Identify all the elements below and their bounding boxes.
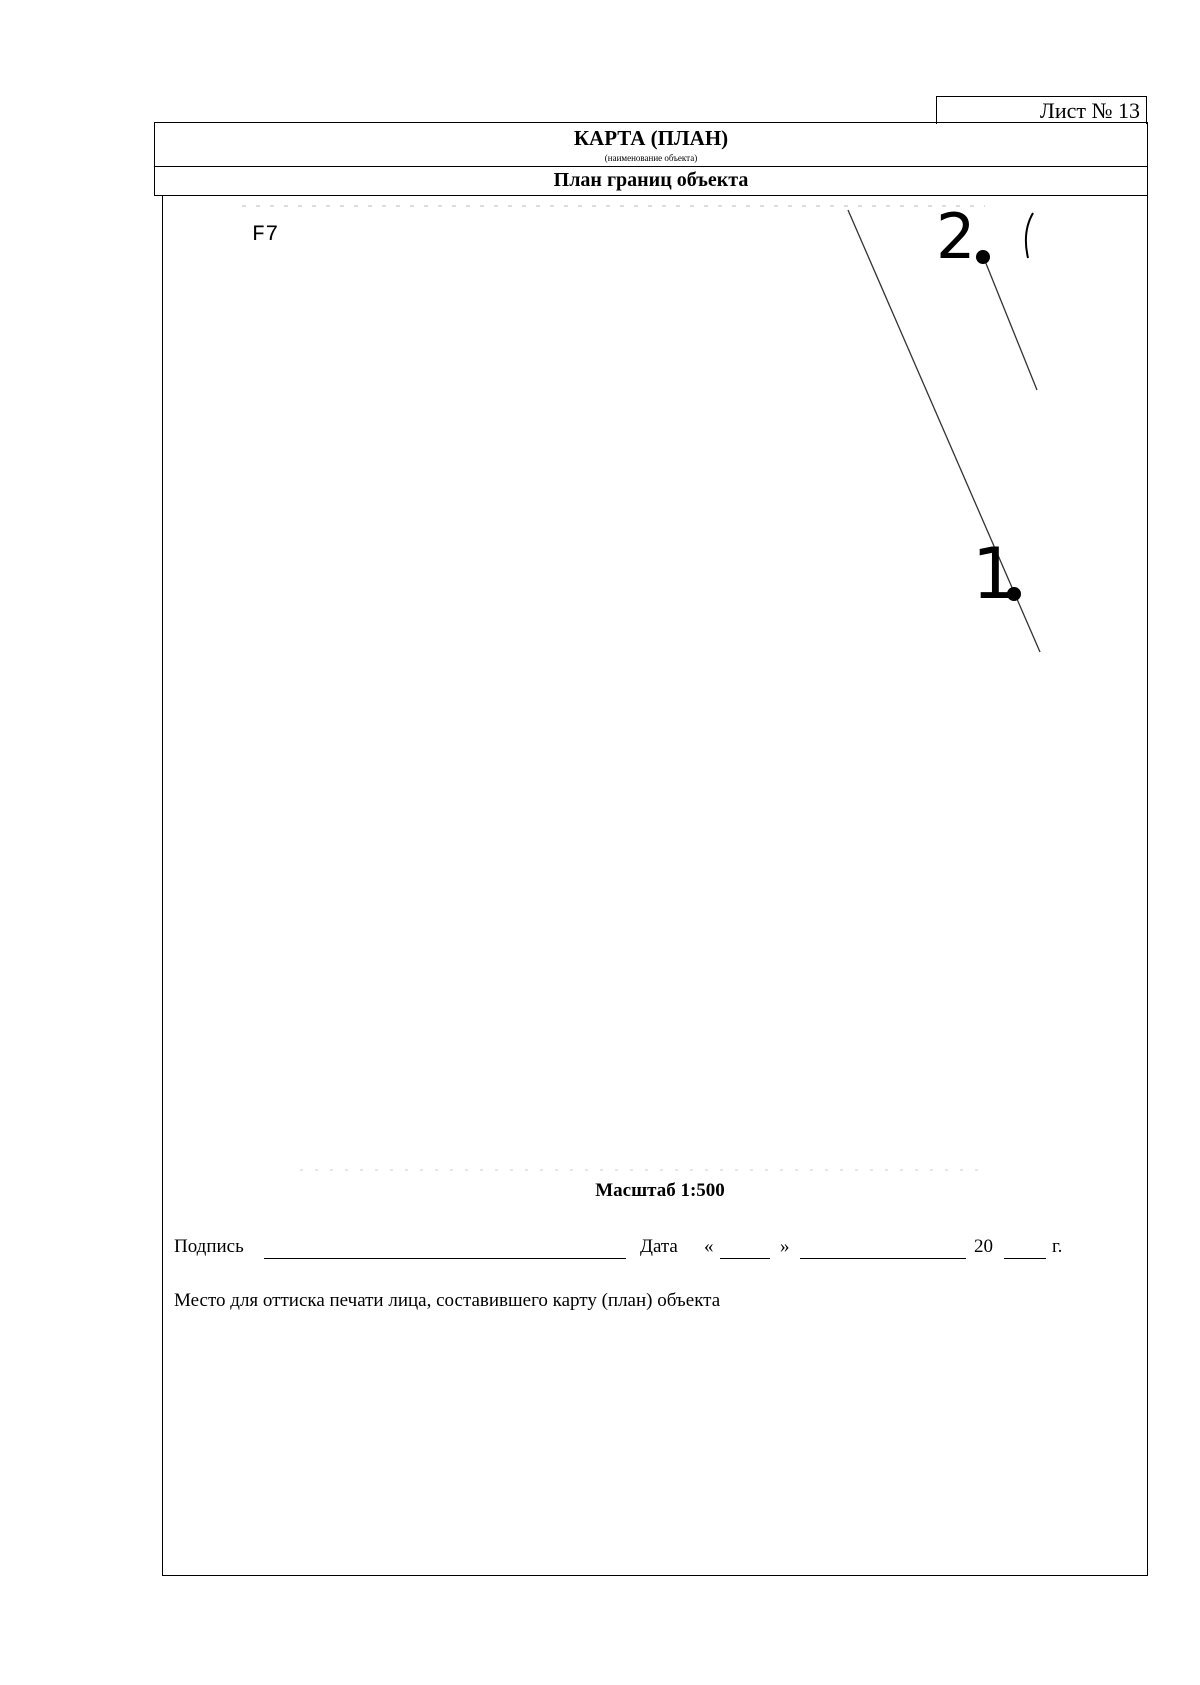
year-line[interactable] xyxy=(1004,1258,1046,1259)
plan-body-frame xyxy=(162,195,1148,1576)
document-title: КАРТА (ПЛАН) xyxy=(573,126,729,150)
signature-label: Подпись xyxy=(174,1236,244,1257)
header-divider xyxy=(155,166,1147,167)
boundary-line-outer xyxy=(847,209,1041,653)
partial-glyph xyxy=(1024,212,1034,259)
year-suffix: г. xyxy=(1052,1236,1063,1257)
scale-label: Масштаб 1:500 xyxy=(595,1180,725,1201)
date-label: Дата xyxy=(640,1236,678,1257)
point-1-marker xyxy=(1007,587,1021,601)
month-line[interactable] xyxy=(800,1258,966,1259)
signature-line[interactable] xyxy=(264,1258,626,1259)
date-quote-open: « xyxy=(704,1236,714,1257)
point-2-label: 2 xyxy=(936,200,975,273)
sheet-number: Лист № 13 xyxy=(1039,98,1140,123)
stamp-place-text: Место для оттиска печати лица, составивш… xyxy=(174,1290,721,1311)
date-quote-close: » xyxy=(780,1236,790,1257)
day-line[interactable] xyxy=(720,1258,770,1259)
year-prefix: 20 xyxy=(974,1236,993,1257)
boundary-line-inner xyxy=(982,255,1038,391)
plan-title: План границ объекта xyxy=(553,169,749,191)
sheet-number-box: Лист № 13 xyxy=(936,96,1147,124)
point-1-label: 1 xyxy=(972,533,1017,615)
map-sheet-label: F7 xyxy=(252,222,279,247)
header-frame: КАРТА (ПЛАН) (наименование объекта) План… xyxy=(154,122,1148,196)
point-2-marker xyxy=(976,250,990,264)
document-subtitle: (наименование объекта) xyxy=(604,153,698,163)
